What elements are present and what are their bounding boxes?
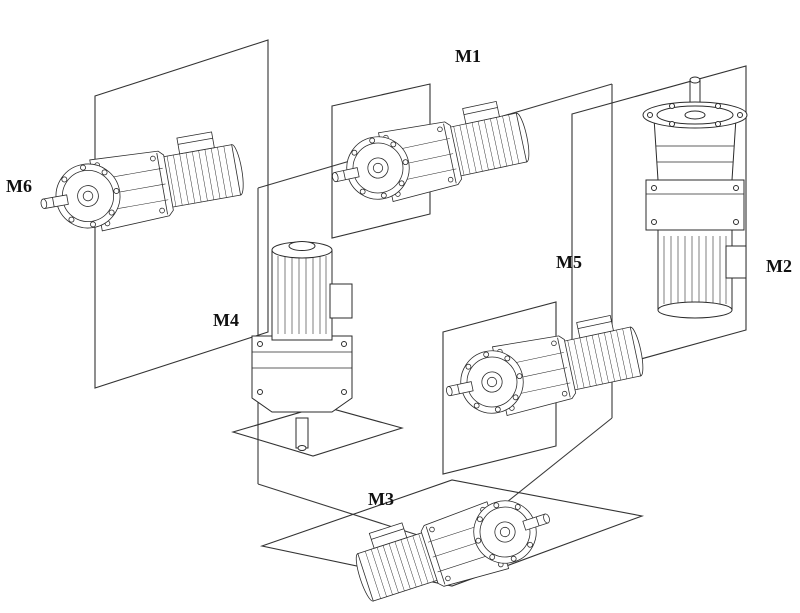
motor-m2 [642, 76, 748, 319]
mounting-plane-m5 [442, 301, 557, 475]
label-m4: M4 [213, 310, 239, 330]
motor-m6 [33, 127, 249, 241]
motor-m1 [323, 96, 535, 214]
mounting-plane-m1 [331, 83, 431, 239]
label-m3: M3 [368, 489, 394, 509]
motor-m5 [437, 310, 649, 428]
label-m5: M5 [556, 252, 582, 272]
label-m6: M6 [6, 176, 32, 196]
label-m2: M2 [766, 256, 792, 276]
label-m1: M1 [455, 46, 481, 66]
mounting-plane-m4 [231, 405, 404, 457]
motor-m4 [251, 241, 353, 451]
mounting-plane-m6 [94, 39, 269, 389]
mounting-plane-m2 [571, 65, 747, 379]
